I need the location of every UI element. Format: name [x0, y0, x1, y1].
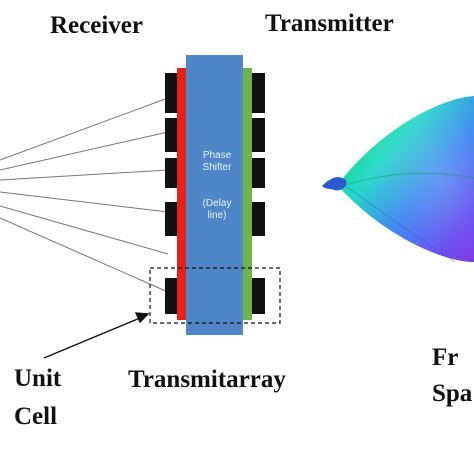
phase-shifter-label: Phase Shifter — [192, 150, 242, 174]
unit-cell-box — [149, 267, 281, 324]
receiver-label: Receiver — [50, 12, 143, 39]
phase-shifter-line3: (Delay — [202, 198, 232, 209]
transmitarray-label: Transmitarray — [128, 366, 286, 393]
transmitter-patch — [252, 202, 265, 236]
transmitter-patch — [252, 278, 265, 314]
free-space-label: Fr Spa — [432, 340, 472, 412]
incident-ray — [0, 169, 169, 181]
transmitter-patch — [252, 118, 265, 152]
incident-ray — [0, 217, 169, 293]
phase-shifter — [186, 55, 243, 335]
unit-cell-label-line1: Unit — [14, 365, 62, 392]
transmitter-label: Transmitter — [265, 10, 394, 37]
incident-ray — [0, 131, 169, 171]
receiver-patch — [165, 118, 177, 152]
phase-shifter-line2: Shifter — [202, 162, 232, 173]
transmitter-layer — [243, 68, 252, 320]
radiated-beam — [322, 96, 474, 263]
transmitter-patch — [252, 158, 265, 188]
receiver-patch — [165, 73, 177, 113]
unit-cell-label-line2: Cell — [14, 403, 58, 430]
receiver-layer — [177, 68, 186, 320]
receiver-patch — [165, 158, 177, 188]
unit-cell-arrow — [43, 312, 150, 359]
incident-rays — [0, 97, 169, 293]
free-space-label-line2: Spa — [432, 380, 473, 407]
transmitter-patch — [252, 73, 265, 113]
transmitter-patches — [252, 73, 265, 314]
receiver-patches — [165, 73, 177, 314]
incident-ray — [0, 205, 169, 255]
free-space-label-line1: Fr — [432, 344, 459, 371]
delay-line-label: (Delay line) — [192, 198, 242, 222]
phase-shifter-line1: Phase — [202, 150, 232, 161]
receiver-patch — [165, 202, 177, 236]
receiver-patch — [165, 278, 177, 314]
phase-shifter-line4: line) — [207, 210, 227, 221]
incident-ray — [0, 97, 169, 161]
unit-cell-label: Unit Cell — [14, 360, 61, 436]
incident-ray — [0, 191, 169, 213]
